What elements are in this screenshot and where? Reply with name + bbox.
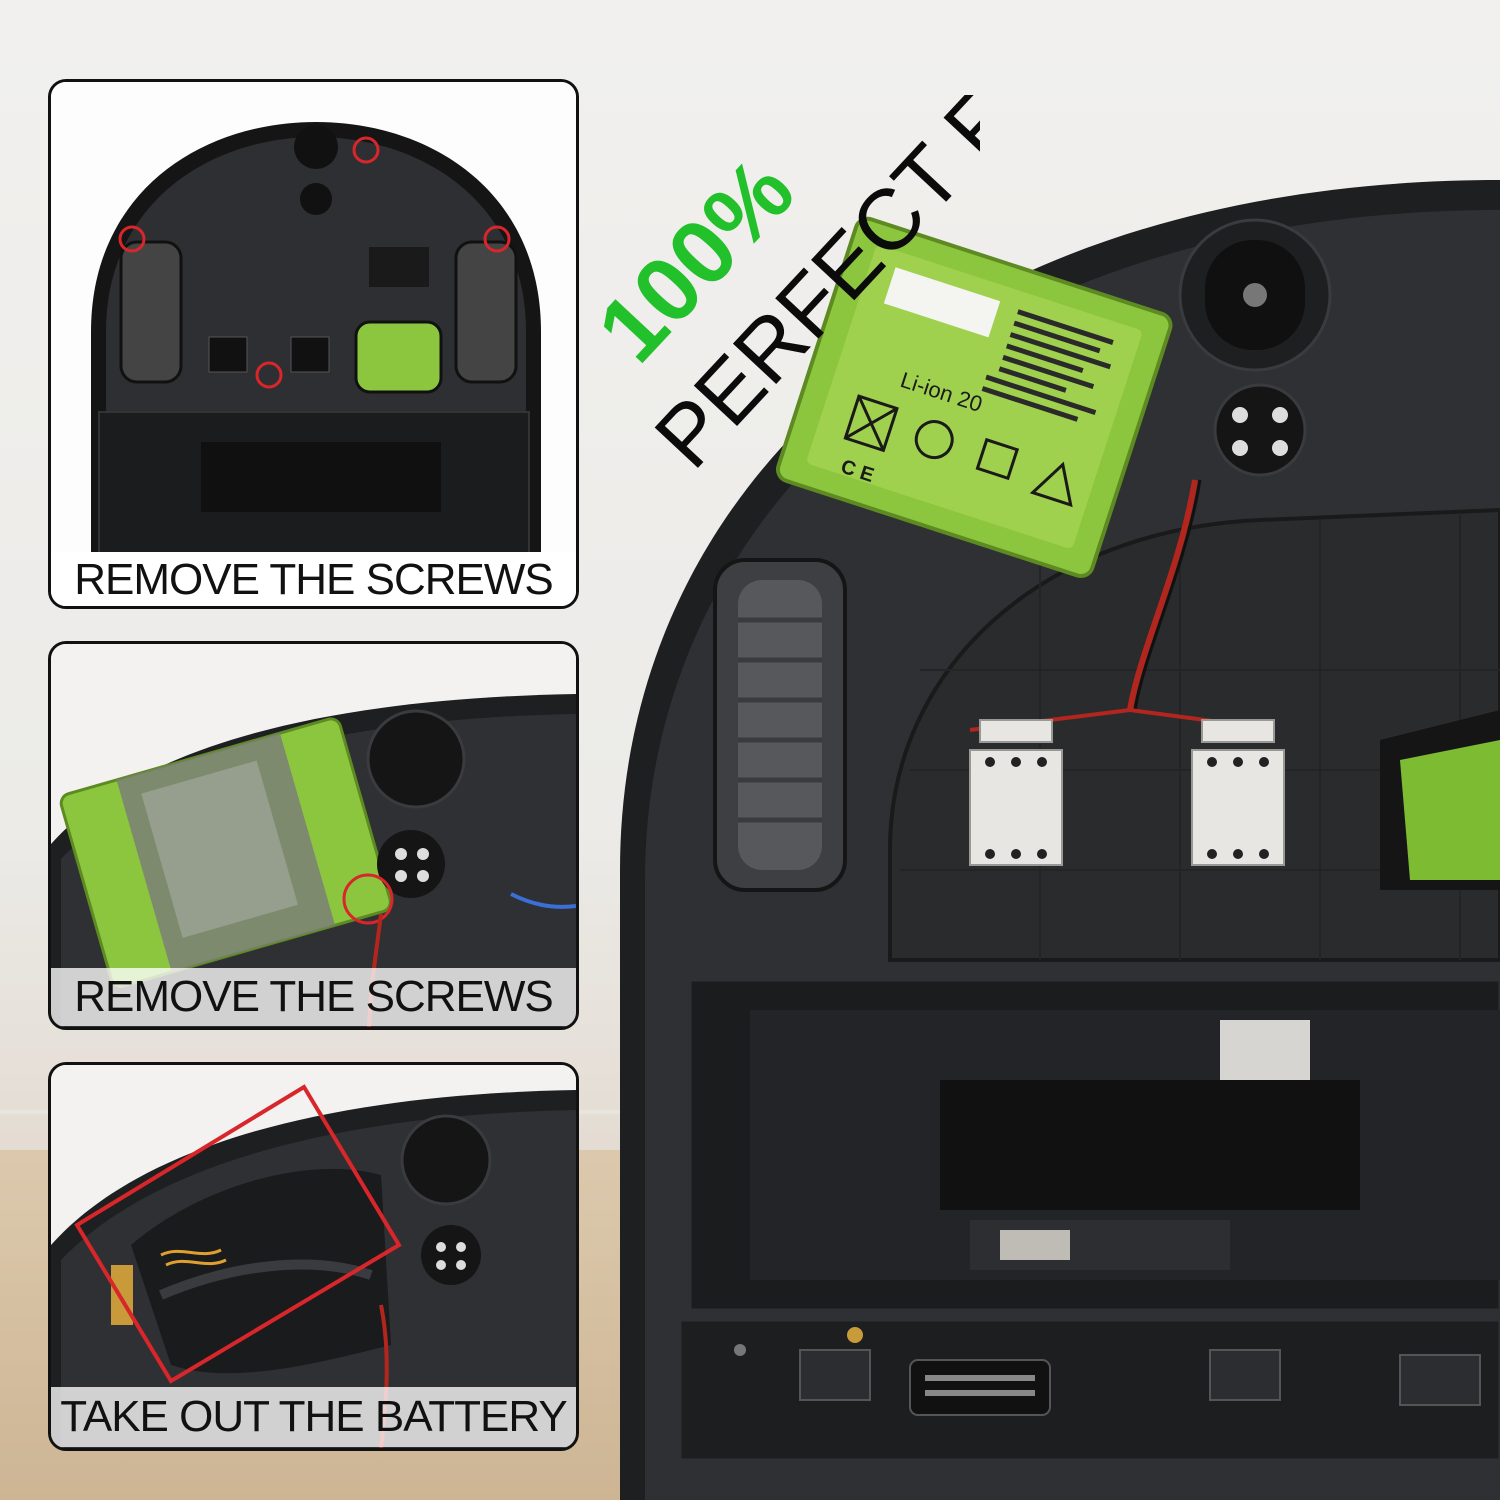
step-panel-2: REMOVE THE SCREWS	[48, 641, 579, 1030]
step-caption-1: REMOVE THE SCREWS	[51, 552, 576, 606]
step-panel-3: TAKE OUT THE BATTERY	[48, 1062, 579, 1451]
step-caption-3: TAKE OUT THE BATTERY	[51, 1387, 576, 1447]
robot-bottom-illustration	[51, 82, 576, 606]
battery-removed-illustration	[51, 1065, 576, 1448]
robot-underside-photo: Li-ion 20 C E	[620, 150, 1500, 1500]
step-caption-2: REMOVE THE SCREWS	[51, 968, 576, 1026]
battery-cover-illustration	[51, 644, 576, 1027]
robot-underside-illustration: Li-ion 20 C E	[620, 180, 1500, 1500]
step-panel-1: REMOVE THE SCREWS	[48, 79, 579, 609]
headline: 100% PERFECT FIT	[578, 95, 980, 475]
